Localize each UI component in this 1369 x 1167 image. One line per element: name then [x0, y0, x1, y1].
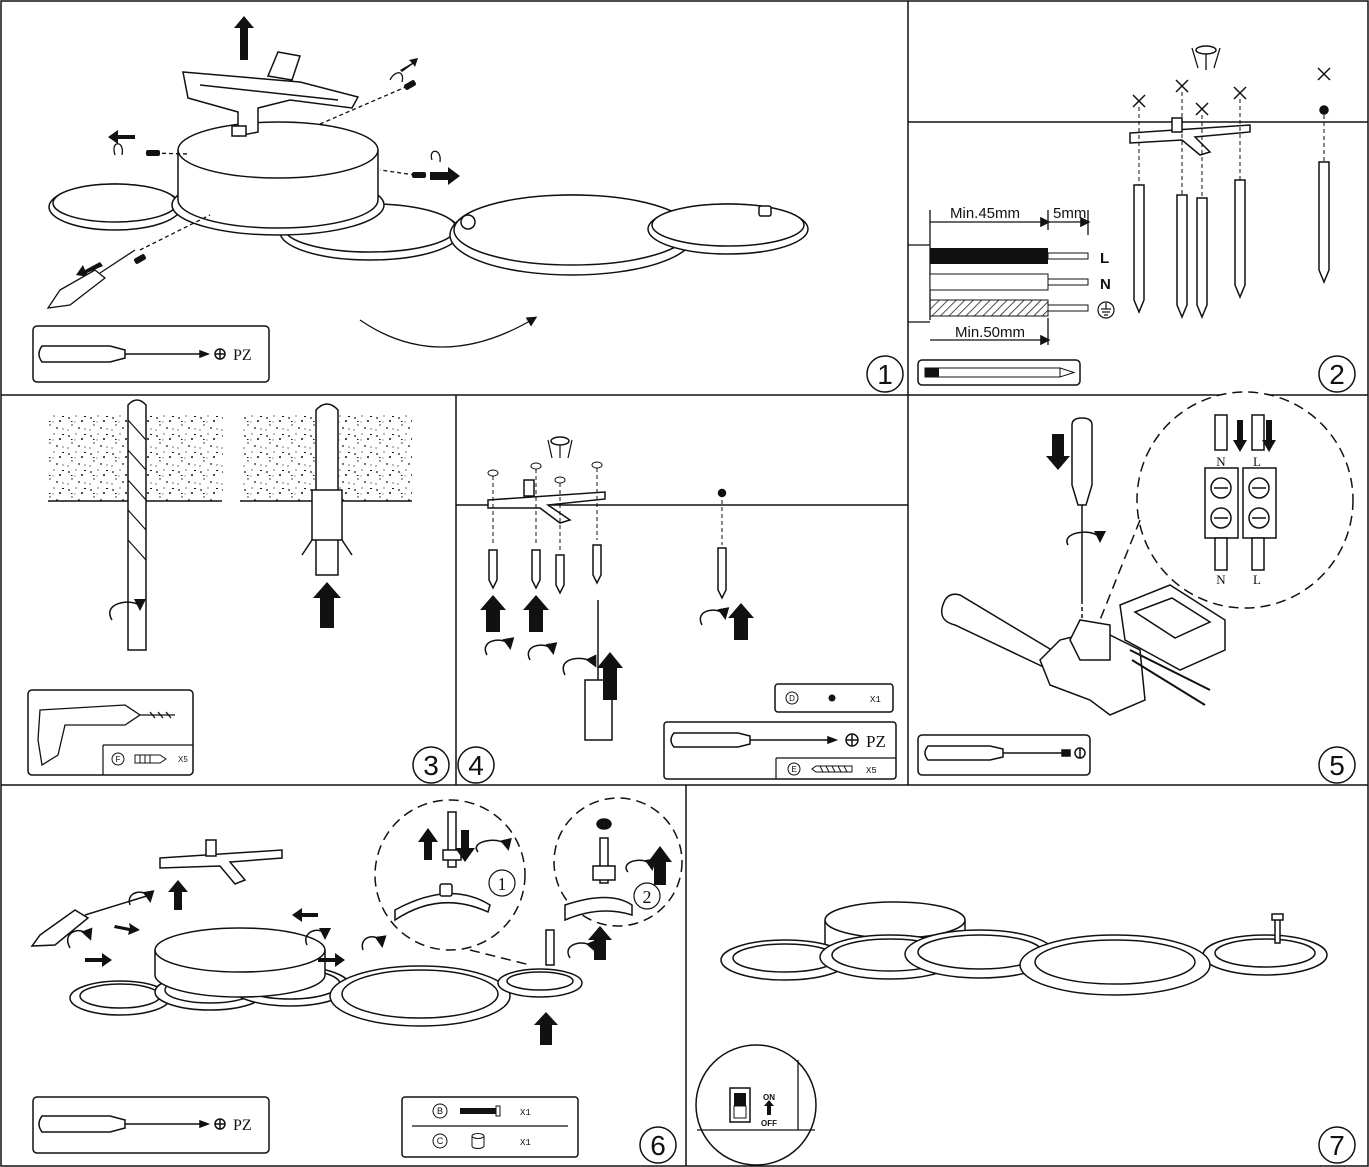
detail-label-1: 1 [488, 869, 516, 897]
tool-label: PZ [233, 347, 252, 364]
earth-icon [1097, 301, 1115, 319]
tool-box-step-1: PZ [32, 325, 270, 383]
wire-strip-diagram: Min.45mm 5mm L N Min.50mm [908, 205, 1115, 346]
terminal-label-L-bottom: L [1253, 572, 1261, 587]
part-box-B-C: B X1 C X1 [401, 1096, 579, 1158]
tool-box-step-2 [917, 359, 1081, 386]
svg-text:5: 5 [1329, 750, 1345, 781]
screwdriver-icon [38, 1115, 226, 1133]
tool-box-step-3: F X5 [27, 689, 194, 776]
panel-step-1 [48, 51, 809, 276]
svg-text:7: 7 [1329, 1130, 1345, 1161]
svg-text:X1: X1 [520, 1108, 531, 1118]
wall-switch-icon [729, 1087, 751, 1123]
step-number-6: 6 [639, 1126, 677, 1164]
svg-text:6: 6 [650, 1130, 666, 1161]
svg-text:PZ: PZ [866, 732, 886, 751]
step-number-1: 1 [866, 355, 904, 393]
panel-step-7 [720, 901, 1328, 996]
svg-text:X1: X1 [870, 695, 881, 705]
svg-text:1: 1 [498, 874, 507, 894]
flat-screwdriver-icon [924, 745, 1086, 761]
panel-step-4-arrows [480, 595, 754, 700]
panel-step-3 [48, 399, 412, 651]
svg-text:X5: X5 [866, 766, 877, 776]
detail-label-2: 2 [633, 882, 661, 910]
panel-step-1-arrows [76, 16, 460, 277]
step-number-4: 4 [457, 746, 495, 784]
panel-step-5 [940, 391, 1354, 716]
svg-text:E: E [791, 765, 796, 774]
svg-text:D: D [789, 694, 795, 703]
wall-plug-icon [134, 754, 167, 764]
svg-text:C: C [437, 1136, 444, 1146]
wire-earth [929, 299, 1049, 317]
wire-label-N: N [1100, 276, 1111, 293]
drill-icon [37, 704, 175, 767]
panel-step-2 [908, 45, 1368, 319]
svg-text:B: B [437, 1106, 443, 1116]
panel-step-6 [30, 797, 683, 1027]
plug-cap-icon [828, 694, 836, 702]
tool-box-step-4: PZ E X5 [663, 721, 897, 780]
screwdriver-icon [38, 345, 226, 363]
step-number-5: 5 [1318, 746, 1356, 784]
wire-neutral [929, 273, 1049, 291]
svg-text:2: 2 [643, 887, 652, 907]
svg-text:4: 4 [468, 750, 484, 781]
part-qty-F: X5 [178, 755, 188, 764]
switch-detail: ON OFF [695, 1044, 817, 1166]
svg-text:PZ: PZ [233, 1117, 252, 1134]
switch-on-label: ON [763, 1093, 775, 1102]
screwdriver-icon [670, 732, 859, 748]
wire-label-L: L [1100, 250, 1109, 267]
panel-step-1-screws [134, 80, 426, 264]
wall-plug [301, 403, 353, 576]
wire-live [930, 248, 1048, 264]
svg-text:3: 3 [423, 750, 439, 781]
up-arrow-icon [764, 1100, 774, 1115]
tool-box-step-6: PZ [32, 1096, 270, 1154]
pencil-icon [924, 367, 1076, 378]
part-letter-F: F [116, 755, 121, 764]
terminal-label-N-top: N [1216, 454, 1226, 469]
step-number-2: 2 [1318, 355, 1356, 393]
drill-bit [127, 399, 147, 651]
screws [488, 544, 727, 600]
svg-text:1: 1 [877, 359, 893, 390]
terminal-label-N-bottom: N [1216, 572, 1226, 587]
terminal-label-L-top: L [1253, 454, 1261, 469]
screw-icon [811, 765, 853, 773]
part-box-D: D X1 [774, 683, 894, 713]
tool-box-step-5 [917, 734, 1091, 776]
dim-min-45: Min.45mm [950, 205, 1020, 222]
svg-text:X1: X1 [520, 1138, 531, 1148]
bolt-icon [460, 1105, 501, 1117]
step-number-3: 3 [412, 746, 450, 784]
panel-step-4 [456, 436, 908, 741]
switch-off-label: OFF [761, 1119, 777, 1128]
step-number-7: 7 [1318, 1126, 1356, 1164]
svg-text:2: 2 [1329, 359, 1345, 390]
cap-icon [471, 1133, 485, 1149]
dim-5mm: 5mm [1053, 205, 1086, 222]
dim-min-50: Min.50mm [955, 324, 1025, 341]
panel-step-1-details [46, 72, 538, 348]
